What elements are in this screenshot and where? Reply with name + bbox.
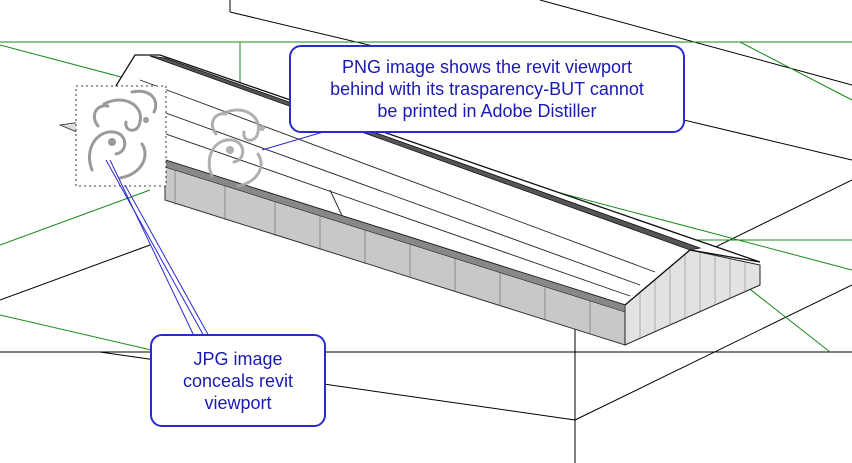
jpg-callout-text: JPG image conceals revit viewport <box>182 348 294 413</box>
png-callout: PNG image shows the revit viewport behin… <box>289 45 685 133</box>
ornamental-swirl-icon <box>207 108 265 188</box>
jpg-image[interactable] <box>75 85 167 187</box>
gable-siding <box>639 252 746 338</box>
callout-leaders <box>105 129 331 339</box>
png-image[interactable] <box>207 108 265 188</box>
ornamental-swirl-icon <box>88 89 158 180</box>
png-callout-text: PNG image shows the revit viewport behin… <box>330 57 644 121</box>
roof-ridge <box>149 55 702 251</box>
jpg-callout: JPG image conceals revit viewport <box>150 334 326 427</box>
building-model <box>58 54 761 346</box>
wall-siding <box>174 168 591 334</box>
